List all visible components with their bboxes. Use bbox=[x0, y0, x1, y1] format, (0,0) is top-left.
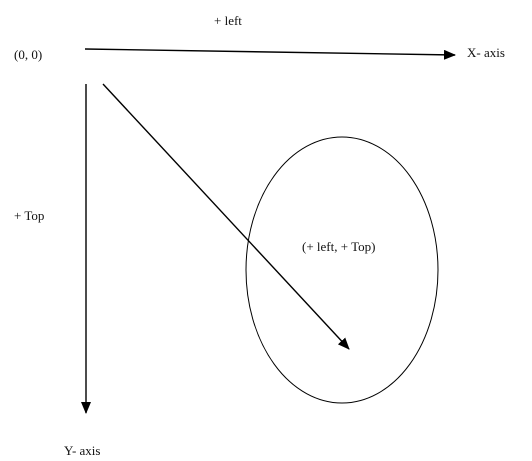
left-axis-label: + left bbox=[214, 13, 242, 28]
y-axis-label: Y- axis bbox=[64, 443, 100, 458]
top-axis-label: + Top bbox=[14, 208, 44, 223]
diagonal-arrow bbox=[102, 83, 350, 350]
point-label: (+ left, + Top) bbox=[302, 239, 375, 254]
x-axis-label: X- axis bbox=[467, 45, 505, 60]
target-ellipse bbox=[245, 136, 439, 404]
x-axis-arrow bbox=[84, 48, 456, 60]
origin-label: (0, 0) bbox=[14, 47, 42, 62]
